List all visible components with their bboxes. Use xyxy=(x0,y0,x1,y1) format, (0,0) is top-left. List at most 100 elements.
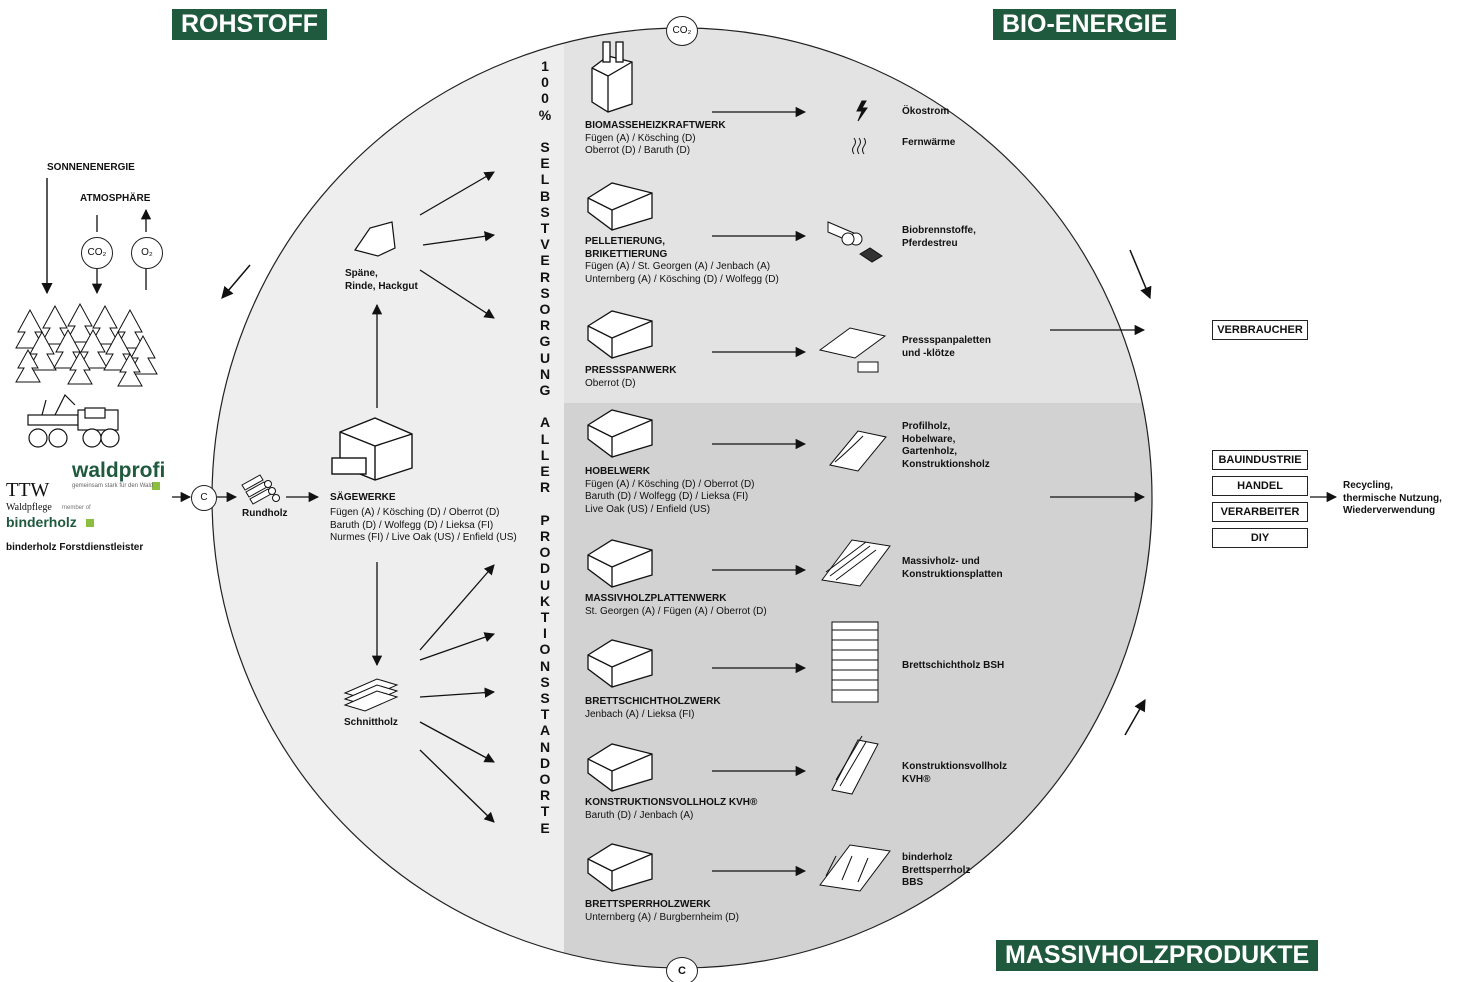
vertical-char: N xyxy=(539,738,551,755)
vertical-char: U xyxy=(539,349,551,366)
plant-kvh: KONSTRUKTIONSVOLLHOLZ KVH® Baruth (D) / … xyxy=(585,797,757,822)
vertical-char: E xyxy=(540,463,550,480)
plant-title: KONSTRUKTIONSVOLLHOLZ KVH® xyxy=(585,797,758,808)
vertical-char: P xyxy=(540,511,550,528)
vertical-char: N xyxy=(539,657,551,674)
vertical-char: R xyxy=(539,527,551,544)
vertical-char: R xyxy=(539,787,551,804)
location-line: Oberrot (D) / Baruth (D) xyxy=(585,145,691,156)
o2-circle: O₂ xyxy=(131,237,163,269)
forest-illustration xyxy=(15,302,158,387)
co2-node-top: CO₂ xyxy=(666,16,698,46)
logo-waldprofi-sub: gemeinsam stark für den Wald xyxy=(72,483,154,489)
vertical-char: S xyxy=(540,139,550,156)
vertical-char: R xyxy=(539,268,551,285)
box-bauindustrie: BAUINDUSTRIE xyxy=(1212,450,1308,470)
vertical-char: T xyxy=(540,803,550,820)
vertical-char: S xyxy=(540,203,550,220)
vertical-char: R xyxy=(539,317,551,334)
label-line: binderholz xyxy=(902,852,953,863)
vertical-char xyxy=(537,123,553,139)
label-line: Wiederverwendung xyxy=(1343,505,1436,516)
vertical-char: A xyxy=(539,414,551,431)
plant-hobelwerk: HOBELWERK Fügen (A) / Kösching (D) / Obe… xyxy=(585,466,755,516)
product-oekostrom: Ökostrom xyxy=(902,106,950,117)
label-line: Pressspanpaletten xyxy=(902,335,991,346)
plant-buildings xyxy=(587,41,653,892)
label-sonnenenergie: SONNENENERGIE xyxy=(47,162,135,173)
vertical-char: I xyxy=(543,625,547,642)
product-biobrennstoffe: Biobrennstoffe,Pferdestreu xyxy=(902,225,976,250)
location-line: Unternberg (A) / Burgbernheim (D) xyxy=(585,911,739,923)
saegewerke-locations: Fügen (A) / Kösching (D) / Oberrot (D)Ba… xyxy=(330,507,517,545)
plant-pressspan: PRESSSPANWERK Oberrot (D) xyxy=(585,365,677,390)
plant-brettsperrholz: BRETTSPERRHOLZWERK Unternberg (A) / Burg… xyxy=(585,899,739,924)
vertical-char: D xyxy=(539,560,551,577)
label-line: Späne, xyxy=(345,268,378,279)
label-line: Massivholz- und xyxy=(902,556,980,567)
label-line: Profilholz, xyxy=(902,421,951,432)
label-line: und -klötze xyxy=(902,347,955,359)
box-diy: DIY xyxy=(1212,528,1308,548)
location-line: Unternberg (A) / Kösching (D) / Wolfegg … xyxy=(585,273,779,285)
logo-waldpflege: Waldpflege xyxy=(6,502,52,513)
vertical-char: S xyxy=(540,284,550,301)
label-line: Pferdestreu xyxy=(902,237,958,249)
label-line: Konstruktionsholz xyxy=(902,458,990,470)
vertical-char: V xyxy=(540,236,550,253)
vertical-char: T xyxy=(540,706,550,723)
location-line: Fügen (A) / St. Georgen (A) / Jenbach (A… xyxy=(585,261,771,272)
label-atmosphaere: ATMOSPHÄRE xyxy=(80,193,151,204)
vertical-char: R xyxy=(539,479,551,496)
logo-member-of: member of xyxy=(62,505,91,511)
vertical-char: 1 xyxy=(541,58,549,74)
banner-massivholzprodukte: MASSIVHOLZPRODUKTE xyxy=(996,940,1319,971)
location-line: Fügen (A) / Kösching (D) / Oberrot (D) xyxy=(330,507,500,518)
vertical-char: B xyxy=(539,187,551,204)
carbon-node-bottom: C xyxy=(666,957,698,982)
vertical-char: D xyxy=(539,754,551,771)
vertical-char: E xyxy=(540,155,550,172)
vertical-char: S xyxy=(540,689,550,706)
label-line: BBS xyxy=(902,877,924,888)
sawmill-building-icon xyxy=(331,417,413,481)
label-line: Konstruktionsvollholz xyxy=(902,761,1007,772)
vertical-char: T xyxy=(540,220,550,237)
vertical-char: E xyxy=(540,819,550,836)
plant-locations: Jenbach (A) / Lieksa (FI) xyxy=(585,709,721,722)
location-line: Baruth (D) / Jenbach (A) xyxy=(585,809,694,821)
plant-locations: Oberrot (D) xyxy=(585,378,677,391)
label-schnittholz: Schnittholz xyxy=(344,717,398,728)
vertical-char: O xyxy=(539,301,551,318)
vertical-char: E xyxy=(540,252,550,269)
location-line: Oberrot (D) xyxy=(585,377,636,389)
plant-brettschicht: BRETTSCHICHTHOLZWERK Jenbach (A) / Lieks… xyxy=(585,696,721,721)
plant-locations: St. Georgen (A) / Fügen (A) / Oberrot (D… xyxy=(585,606,767,619)
plant-title: BRETTSPERRHOLZWERK xyxy=(585,899,711,910)
label-rundholz: Rundholz xyxy=(242,508,288,519)
label-line: Hobelware, xyxy=(902,433,956,445)
plant-title: MASSIVHOLZPLATTENWERK xyxy=(585,593,727,604)
label-line: Rinde, Hackgut xyxy=(345,280,418,292)
vertical-char: S xyxy=(540,673,550,690)
vertical-char: U xyxy=(539,576,551,593)
location-line: Fügen (A) / Kösching (D) xyxy=(585,132,696,144)
location-line: Baruth (D) / Wolfegg (D) / Lieksa (FI) xyxy=(585,491,749,502)
vertical-char xyxy=(537,398,553,414)
logo-binderholz: binderholz xyxy=(6,514,77,530)
plant-title: BRETTSCHICHTHOLZWERK xyxy=(585,696,721,707)
label-line: KVH® xyxy=(902,773,931,785)
chips-icon xyxy=(354,221,396,257)
location-line: Nurmes (FI) / Live Oak (US) / Enfield (U… xyxy=(330,532,517,543)
plant-biomasse: BIOMASSEHEIZKRAFTWERK Fügen (A) / Köschi… xyxy=(585,120,726,158)
label-line: Gartenholz, xyxy=(902,446,958,457)
location-line: Jenbach (A) / Lieksa (FI) xyxy=(585,708,695,720)
logo-waldprofi-square xyxy=(152,482,160,490)
product-fernwaerme: Fernwärme xyxy=(902,137,956,148)
vertical-char xyxy=(537,495,553,511)
location-line: Baruth (D) / Wolfegg (D) / Lieksa (FI) xyxy=(330,519,494,531)
